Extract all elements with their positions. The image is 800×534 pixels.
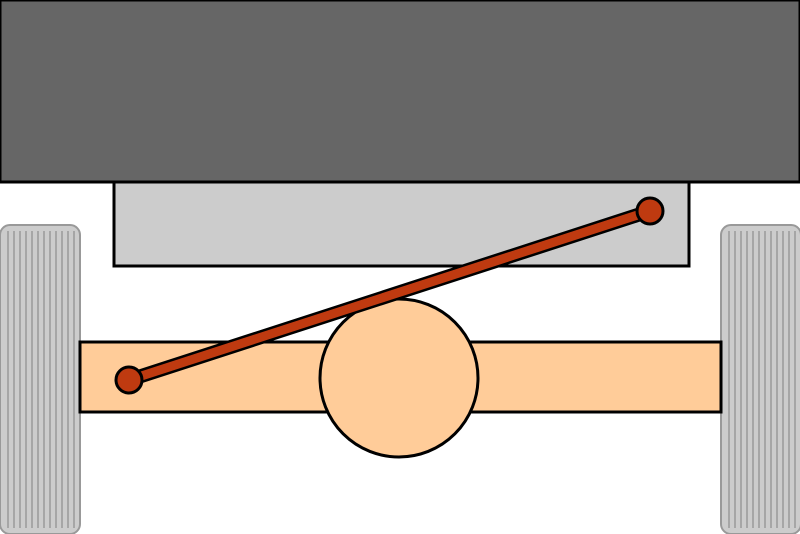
vehicle-body <box>0 0 800 184</box>
left-tire-tread <box>7 231 75 528</box>
left-wheel <box>0 224 81 534</box>
right-wheel <box>720 224 800 534</box>
right-tire-tread <box>728 231 796 528</box>
right-tire <box>720 224 800 534</box>
panhard-rod-bar <box>124 206 655 385</box>
panhard-rod-axle-mount <box>114 365 144 395</box>
panhard-rod-frame-mount <box>635 196 665 226</box>
panhard-rod <box>114 196 665 395</box>
differential <box>318 297 480 459</box>
